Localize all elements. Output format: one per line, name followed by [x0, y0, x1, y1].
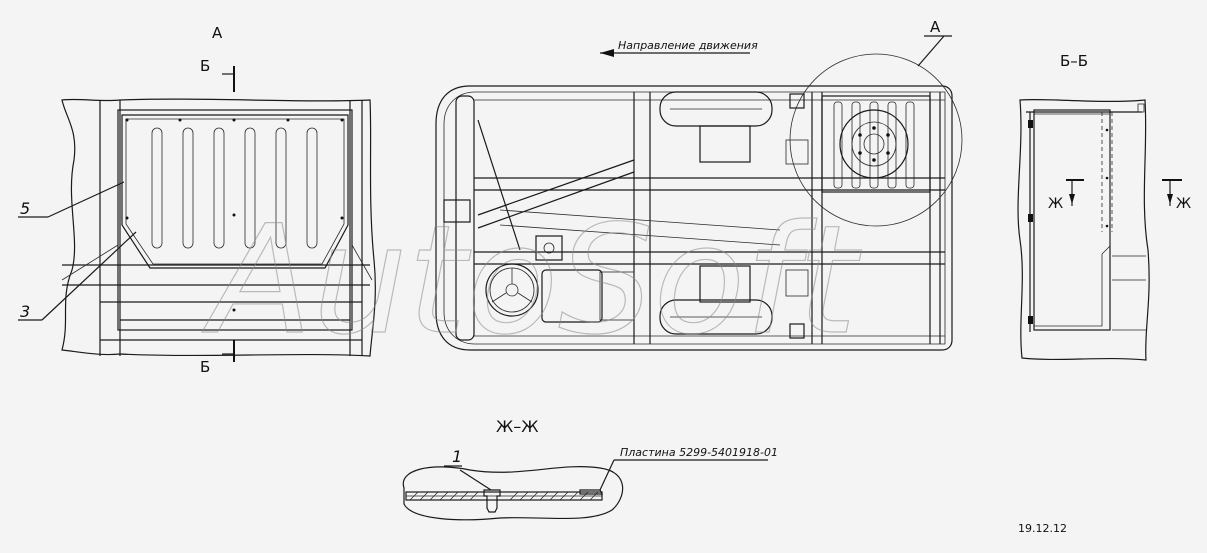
- section-bb: [1017, 98, 1182, 361]
- callout-1: 1: [452, 447, 462, 466]
- view-a-detail: [18, 66, 376, 362]
- section-bb-title: Б–Б: [1060, 52, 1088, 70]
- zh-right-label: Ж: [1176, 196, 1191, 212]
- zh-left-label: Ж: [1048, 196, 1063, 212]
- panel-ribs: [151, 127, 318, 249]
- direction-label: Направление движения: [618, 39, 758, 52]
- spare-wheel-cover-ribs: [833, 101, 915, 189]
- callout-3: 3: [20, 302, 30, 321]
- view-a-marker-label: А: [930, 18, 941, 36]
- direction-arrow: [600, 49, 750, 57]
- callout-5: 5: [20, 199, 30, 218]
- view-a-label: А: [212, 24, 223, 42]
- vehicle-plan-view: [435, 35, 963, 351]
- section-b-bottom-label: Б: [200, 358, 210, 376]
- section-b-top-label: Б: [200, 57, 210, 75]
- watermark: AutoSoft: [202, 194, 862, 368]
- section-zz: [402, 459, 768, 521]
- plate-note: Пластина 5299-5401918-01: [620, 446, 778, 459]
- date-stamp: 19.12.12: [1018, 522, 1067, 535]
- section-zz-title: Ж–Ж: [496, 417, 538, 436]
